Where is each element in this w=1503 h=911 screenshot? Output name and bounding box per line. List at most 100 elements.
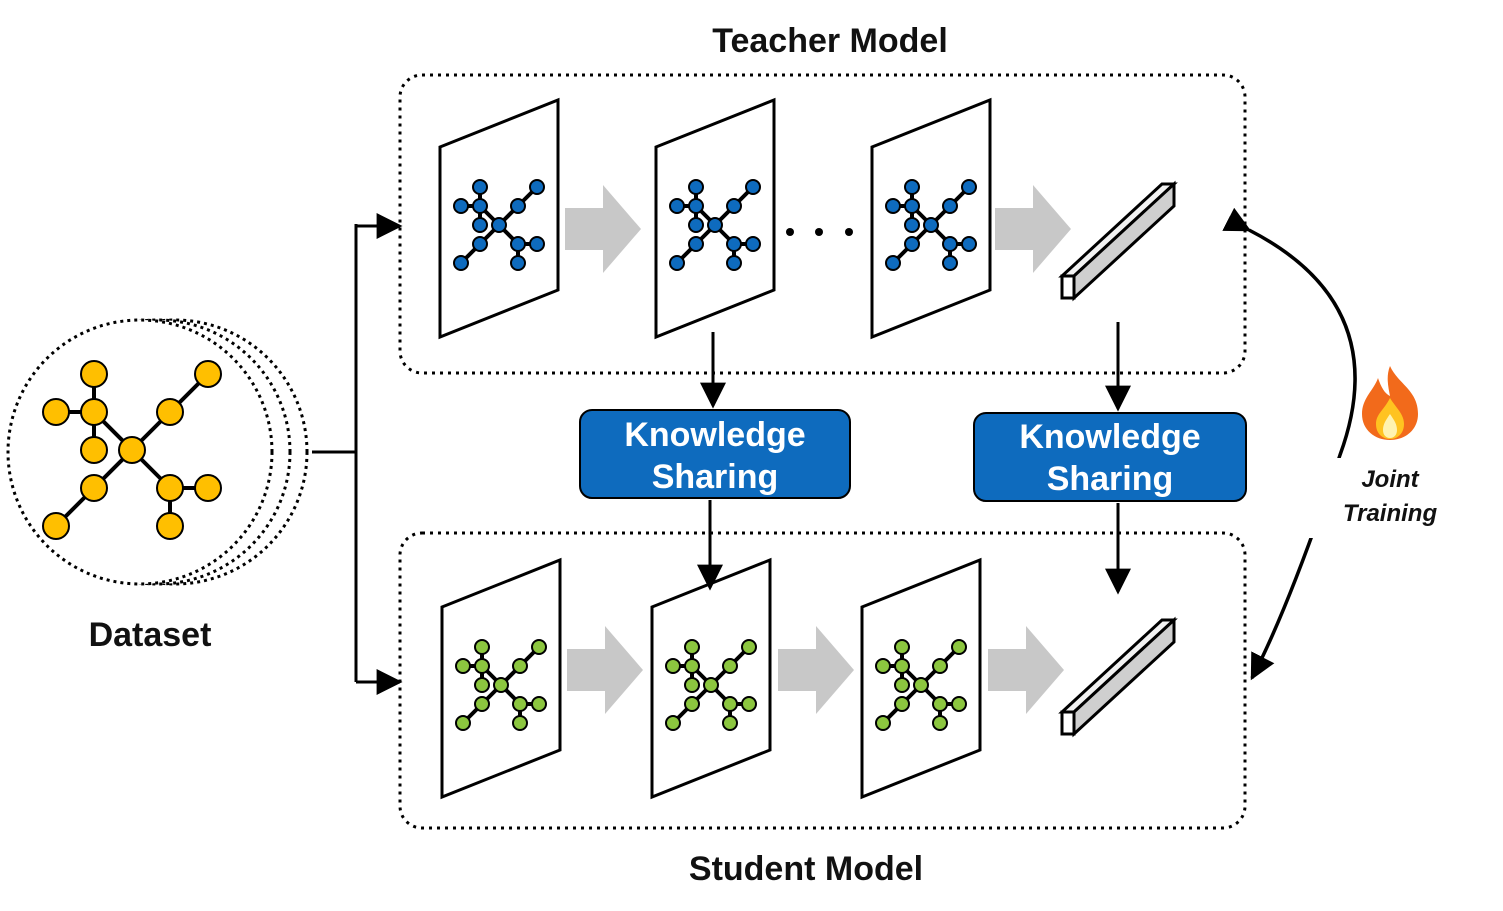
graph-node bbox=[669, 198, 685, 214]
graph-node bbox=[684, 677, 700, 693]
graph-node bbox=[722, 696, 738, 712]
graph-node bbox=[80, 474, 108, 502]
graph-node bbox=[745, 179, 761, 195]
teacher-flow-arrow-2 bbox=[995, 185, 1071, 273]
student-output-embedding bbox=[1058, 616, 1178, 738]
graph-node bbox=[894, 658, 910, 674]
graph-node bbox=[726, 236, 742, 252]
graph-node bbox=[904, 236, 920, 252]
joint-training-line1: Joint bbox=[1361, 466, 1419, 493]
student-layer-1 bbox=[440, 557, 562, 800]
graph-node bbox=[531, 639, 547, 655]
graph-node bbox=[194, 474, 222, 502]
graph-node bbox=[529, 236, 545, 252]
graph-node bbox=[875, 715, 891, 731]
graph-node bbox=[923, 217, 939, 233]
graph-node bbox=[894, 677, 910, 693]
graph-node bbox=[703, 677, 719, 693]
graph-node bbox=[942, 255, 958, 271]
graph-node bbox=[951, 639, 967, 655]
graph-node bbox=[510, 255, 526, 271]
graph-node bbox=[951, 696, 967, 712]
graph-node bbox=[472, 198, 488, 214]
knowledge-sharing-arrows bbox=[697, 322, 1131, 595]
joint-training-label-bg bbox=[1285, 458, 1435, 538]
student-flow-arrow-1 bbox=[567, 626, 643, 714]
graph-node bbox=[472, 179, 488, 195]
dataset-graph bbox=[42, 360, 222, 540]
graph-node bbox=[472, 217, 488, 233]
graph-node bbox=[688, 236, 704, 252]
graph-node bbox=[932, 696, 948, 712]
student-flow-arrow-2 bbox=[778, 626, 854, 714]
graph-node bbox=[688, 179, 704, 195]
graph-node bbox=[472, 236, 488, 252]
graph-node bbox=[512, 696, 528, 712]
knowledge-sharing-box-2: Knowledge Sharing bbox=[973, 412, 1247, 502]
graph-node bbox=[474, 639, 490, 655]
graph-node bbox=[156, 398, 184, 426]
graph-node bbox=[961, 179, 977, 195]
graph-node bbox=[932, 658, 948, 674]
graph-node bbox=[665, 658, 681, 674]
teacher-layer-1 bbox=[438, 97, 560, 340]
graph-node bbox=[741, 696, 757, 712]
graph-node bbox=[512, 715, 528, 731]
graph-node bbox=[156, 474, 184, 502]
graph-node bbox=[726, 255, 742, 271]
graph-node bbox=[531, 696, 547, 712]
graph-node bbox=[512, 658, 528, 674]
graph-node bbox=[118, 436, 146, 464]
graph-node bbox=[894, 696, 910, 712]
graph-node bbox=[529, 179, 545, 195]
graph-node bbox=[942, 198, 958, 214]
knowledge-sharing-1-line1: Knowledge bbox=[624, 416, 805, 454]
graph-node bbox=[885, 255, 901, 271]
dataset-icon bbox=[6, 318, 309, 586]
graph-node bbox=[688, 217, 704, 233]
graph-node bbox=[904, 217, 920, 233]
graph-node bbox=[913, 677, 929, 693]
joint-training-line2: Training bbox=[1343, 500, 1438, 527]
layer-graph bbox=[669, 179, 761, 271]
student-layer-2 bbox=[650, 557, 772, 800]
graph-node bbox=[474, 658, 490, 674]
layer-graph bbox=[885, 179, 977, 271]
teacher-flow-arrow-1 bbox=[565, 185, 641, 273]
graph-node bbox=[474, 677, 490, 693]
graph-node bbox=[80, 398, 108, 426]
knowledge-sharing-1-line2: Sharing bbox=[652, 458, 779, 496]
teacher-layer-2 bbox=[654, 97, 776, 340]
graph-node bbox=[455, 658, 471, 674]
graph-node bbox=[493, 677, 509, 693]
graph-node bbox=[669, 255, 685, 271]
dataset-label: Dataset bbox=[89, 616, 212, 654]
teacher-layer-3 bbox=[870, 97, 992, 340]
graph-node bbox=[904, 179, 920, 195]
graph-node bbox=[455, 715, 471, 731]
graph-node bbox=[961, 236, 977, 252]
layer-graph bbox=[455, 639, 547, 731]
dataset-branch-arrows bbox=[312, 213, 403, 695]
graph-node bbox=[707, 217, 723, 233]
student-flow-arrow-3 bbox=[988, 626, 1064, 714]
graph-node bbox=[722, 715, 738, 731]
dataset-graph-drawing bbox=[42, 360, 222, 540]
teacher-model-title: Teacher Model bbox=[712, 22, 948, 60]
knowledge-sharing-2-line1: Knowledge bbox=[1019, 418, 1200, 456]
graph-node bbox=[684, 696, 700, 712]
graph-node bbox=[745, 236, 761, 252]
graph-node bbox=[665, 715, 681, 731]
fire-icon bbox=[1362, 366, 1418, 440]
graph-node bbox=[722, 658, 738, 674]
graph-node bbox=[684, 658, 700, 674]
graph-node bbox=[453, 198, 469, 214]
graph-node bbox=[726, 198, 742, 214]
graph-node bbox=[156, 512, 184, 540]
knowledge-sharing-2-line2: Sharing bbox=[1047, 460, 1174, 498]
graph-node bbox=[932, 715, 948, 731]
graph-node bbox=[875, 658, 891, 674]
graph-node bbox=[684, 639, 700, 655]
graph-node bbox=[510, 236, 526, 252]
